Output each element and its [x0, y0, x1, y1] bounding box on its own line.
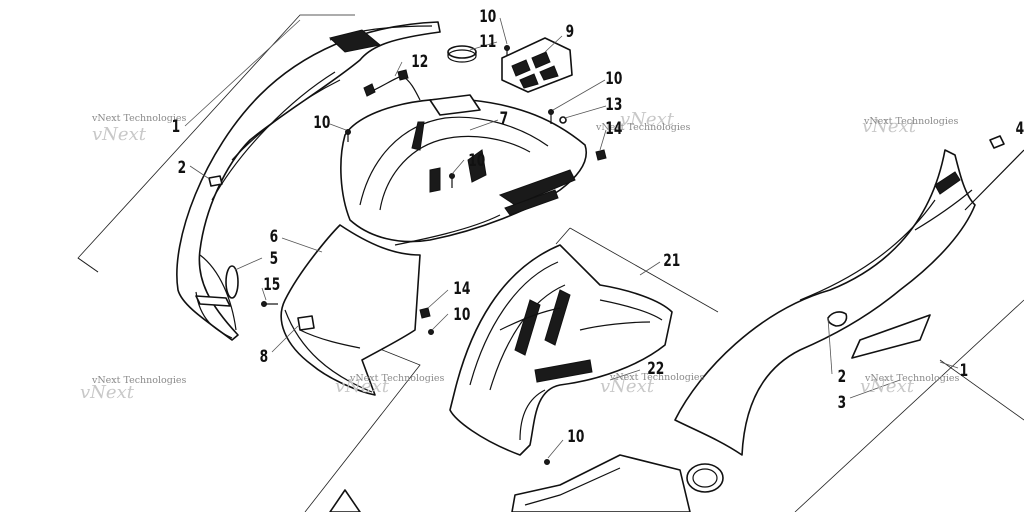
hood-lower	[280, 224, 421, 396]
vent-cover	[501, 37, 573, 93]
callout-14-top: 14	[605, 119, 622, 139]
watermarks: vNext vNext Technologies vNext vNext Tec…	[80, 109, 959, 403]
watermark-2: vNext Technologies	[595, 122, 690, 133]
harness	[363, 69, 421, 101]
callout-8: 8	[260, 347, 269, 367]
hood-upper	[340, 94, 587, 246]
callout-10-bottom: 10	[567, 427, 584, 447]
callout-6: 6	[270, 227, 279, 247]
callout-10-mid: 10	[468, 151, 485, 171]
callout-10-top: 10	[479, 7, 496, 27]
lower-duct	[329, 454, 724, 512]
callout-21: 21	[663, 251, 680, 271]
callout-3: 3	[838, 393, 847, 413]
callout-7: 7	[500, 109, 509, 129]
callout-4: 4	[1016, 119, 1024, 139]
callout-12: 12	[411, 52, 428, 72]
watermark-4: vNext Technologies	[91, 375, 186, 386]
svg-text:vNext: vNext	[860, 376, 915, 397]
callout-1-right: 1	[960, 361, 969, 381]
callout-14-low: 14	[453, 279, 470, 299]
svg-text:vNext: vNext	[80, 382, 135, 403]
storage-tray	[449, 244, 673, 456]
callout-13: 13	[605, 95, 622, 115]
callout-22: 22	[647, 359, 664, 379]
callout-9: 9	[566, 22, 575, 42]
callout-11: 11	[479, 32, 496, 52]
svg-text:vNext: vNext	[92, 124, 147, 145]
svg-text:vNext: vNext	[620, 109, 675, 130]
callouts: 10 9 11 12 10 13 14 10 7 10 1 2 6 5 15 8…	[172, 7, 1024, 447]
grommet	[447, 45, 477, 63]
callout-2-right: 2	[838, 367, 847, 387]
fasteners	[225, 45, 607, 465]
right-side-panel	[674, 135, 1024, 456]
watermark-6: vNext Technologies	[609, 372, 704, 383]
watermark-1: vNext Technologies	[91, 113, 186, 124]
watermark-7: vNext Technologies	[864, 373, 959, 384]
callout-10-left: 10	[313, 113, 330, 133]
left-side-panel	[176, 21, 441, 341]
callout-10-lower: 10	[453, 305, 470, 325]
callout-5: 5	[270, 249, 279, 269]
callout-1-left: 1	[172, 117, 181, 137]
svg-text:vNext: vNext	[600, 376, 655, 397]
callout-10-right: 10	[605, 69, 622, 89]
svg-text:vNext: vNext	[335, 376, 390, 397]
group-outline-lines	[77, 14, 1024, 512]
leader-lines	[184, 17, 959, 459]
callout-15: 15	[263, 275, 280, 295]
callout-2-left: 2	[178, 158, 187, 178]
watermark-3: vNext Technologies	[863, 116, 958, 127]
svg-text:vNext: vNext	[862, 116, 917, 137]
watermark-5: vNext Technologies	[349, 373, 444, 384]
